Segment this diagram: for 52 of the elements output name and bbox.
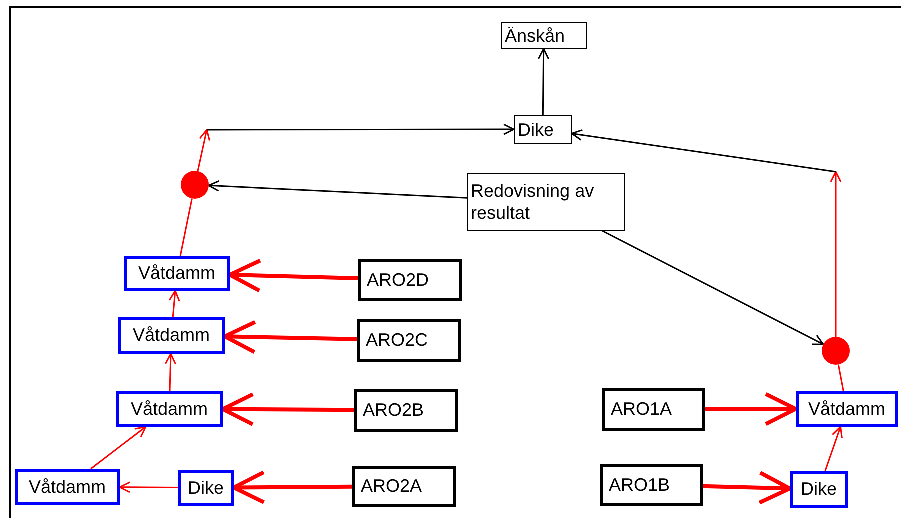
node-label: Dike [518, 118, 554, 140]
node-label: Våtdamm [138, 262, 216, 285]
arrow [208, 180, 468, 199]
arrow [168, 290, 180, 318]
node-label: Våtdamm [808, 398, 886, 420]
arrow [223, 320, 358, 354]
process-box [790, 471, 848, 508]
node-label: Änskån [505, 24, 566, 46]
process-box [116, 391, 223, 427]
process-box [602, 388, 705, 431]
node-label: ARO2D [367, 268, 430, 292]
node-label: Redovisning av resultat [471, 180, 596, 224]
arrow [824, 426, 843, 472]
node-label: ARO1B [609, 474, 670, 496]
arrow [119, 482, 178, 494]
process-box [357, 319, 461, 362]
node-label: Våtdamm [28, 476, 106, 498]
node-label: Våtdamm [132, 324, 210, 347]
arrow [207, 124, 515, 136]
process-box [600, 464, 703, 506]
arrow [232, 470, 352, 504]
arrow [197, 129, 210, 172]
node-label: Våtdamm [130, 398, 208, 420]
node-label: Dike [188, 476, 224, 500]
node-label: ARO2A [361, 475, 422, 498]
process-box [358, 259, 462, 301]
node-label: ARO2B [363, 399, 424, 422]
node-label: ARO2C [366, 329, 428, 352]
arrow [538, 48, 550, 115]
process-box [796, 391, 898, 427]
arrow [571, 129, 836, 173]
process-box [501, 22, 587, 49]
node-label: Dike [800, 478, 837, 501]
arrow [90, 426, 147, 470]
arrow [830, 171, 842, 337]
arrow [164, 353, 176, 392]
process-box [354, 389, 458, 432]
process-box [124, 256, 230, 291]
arrow [602, 230, 824, 346]
process-box [178, 470, 234, 506]
arrow [221, 392, 354, 426]
arrow [702, 470, 792, 505]
arrow [705, 392, 798, 426]
process-box [467, 173, 625, 231]
process-box [118, 317, 225, 354]
arrow [228, 258, 358, 293]
connector-line [180, 198, 193, 256]
connector-line [838, 364, 844, 392]
process-box [15, 469, 120, 505]
process-box [514, 115, 572, 144]
node-label: ARO1A [611, 398, 672, 421]
process-box [352, 466, 456, 507]
